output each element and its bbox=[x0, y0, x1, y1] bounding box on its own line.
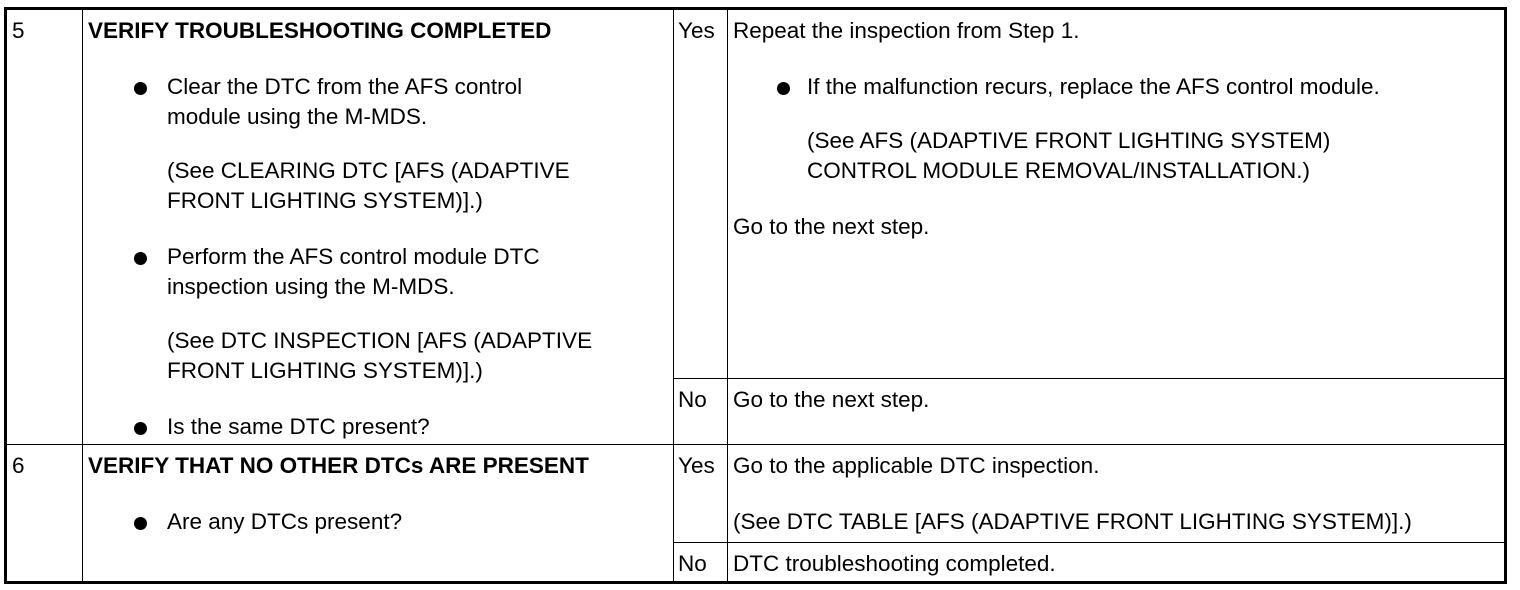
list-item: Clear the DTC from the AFS control modul… bbox=[88, 72, 663, 132]
reference-line: FRONT LIGHTING SYSTEM)].) bbox=[167, 188, 483, 213]
step-number: 6 bbox=[5, 444, 83, 583]
reference-line: CONTROL MODULE REMOVAL/INSTALLATION.) bbox=[807, 158, 1310, 183]
action-list: Are any DTCs present? bbox=[88, 507, 663, 537]
bullet-icon bbox=[134, 422, 147, 435]
result-list: If the malfunction recurs, replace the A… bbox=[733, 72, 1496, 102]
action-list: Clear the DTC from the AFS control modul… bbox=[88, 72, 663, 132]
step-6-no-row: No DTC troubleshooting completed. bbox=[6, 542, 1506, 583]
list-item: If the malfunction recurs, replace the A… bbox=[733, 72, 1496, 102]
action-list: Is the same DTC present? bbox=[88, 412, 663, 442]
answer-yes: Yes bbox=[673, 444, 728, 543]
answer-no: No bbox=[673, 378, 728, 445]
reference-line: (See AFS (ADAPTIVE FRONT LIGHTING SYSTEM… bbox=[807, 128, 1331, 153]
result-text: Go to the applicable DTC inspection. bbox=[733, 453, 1100, 478]
reference-line: FRONT LIGHTING SYSTEM)].) bbox=[167, 358, 483, 383]
reference-line: (See DTC INSPECTION [AFS (ADAPTIVE bbox=[167, 328, 593, 353]
list-item: Are any DTCs present? bbox=[88, 507, 663, 537]
step-6-yes-row: 6 VERIFY THAT NO OTHER DTCs ARE PRESENT … bbox=[5, 444, 1506, 583]
reference-line: (See DTC TABLE [AFS (ADAPTIVE FRONT LIGH… bbox=[733, 509, 1412, 534]
result-yes: Go to the applicable DTC inspection. (Se… bbox=[727, 444, 1506, 543]
list-item: Is the same DTC present? bbox=[88, 412, 663, 442]
bullet-icon bbox=[134, 252, 147, 265]
step-number: 5 bbox=[5, 8, 83, 445]
reference-note: (See CLEARING DTC [AFS (ADAPTIVE FRONT L… bbox=[88, 156, 663, 216]
answer-yes: Yes bbox=[673, 8, 728, 379]
item-line: Perform the AFS control module DTC bbox=[167, 244, 540, 269]
step-title: VERIFY TROUBLESHOOTING COMPLETED bbox=[88, 18, 552, 43]
bullet-icon bbox=[777, 82, 790, 95]
reference-line: (See CLEARING DTC [AFS (ADAPTIVE bbox=[167, 158, 570, 183]
troubleshooting-table: 5 VERIFY TROUBLESHOOTING COMPLETED Clear… bbox=[4, 7, 1507, 584]
item-line: module using the M-MDS. bbox=[167, 104, 428, 129]
bullet-icon bbox=[134, 82, 147, 95]
result-yes: Repeat the inspection from Step 1. If th… bbox=[727, 8, 1506, 379]
answer-no: No bbox=[673, 542, 728, 583]
result-no: DTC troubleshooting completed. bbox=[727, 542, 1506, 583]
result-bullet-text: If the malfunction recurs, replace the A… bbox=[807, 74, 1380, 99]
reference-note: (See DTC INSPECTION [AFS (ADAPTIVE FRONT… bbox=[88, 326, 663, 386]
action-list: Perform the AFS control module DTC inspe… bbox=[88, 242, 663, 302]
item-line: Is the same DTC present? bbox=[167, 414, 430, 439]
step-5-no-row: No Go to the next step. bbox=[6, 378, 1506, 445]
bullet-icon bbox=[134, 517, 147, 530]
step-action: VERIFY THAT NO OTHER DTCs ARE PRESENT Ar… bbox=[82, 444, 674, 583]
step-action: VERIFY TROUBLESHOOTING COMPLETED Clear t… bbox=[82, 8, 674, 445]
result-no: Go to the next step. bbox=[727, 378, 1506, 445]
result-text: Repeat the inspection from Step 1. bbox=[733, 18, 1080, 43]
item-line: Are any DTCs present? bbox=[167, 509, 403, 534]
result-next: Go to the next step. bbox=[733, 214, 930, 239]
reference-note: (See AFS (ADAPTIVE FRONT LIGHTING SYSTEM… bbox=[733, 126, 1496, 186]
list-item: Perform the AFS control module DTC inspe… bbox=[88, 242, 663, 302]
step-title: VERIFY THAT NO OTHER DTCs ARE PRESENT bbox=[88, 453, 589, 478]
step-5-yes-row: 5 VERIFY TROUBLESHOOTING COMPLETED Clear… bbox=[5, 8, 1506, 445]
item-line: inspection using the M-MDS. bbox=[167, 274, 455, 299]
item-line: Clear the DTC from the AFS control bbox=[167, 74, 523, 99]
